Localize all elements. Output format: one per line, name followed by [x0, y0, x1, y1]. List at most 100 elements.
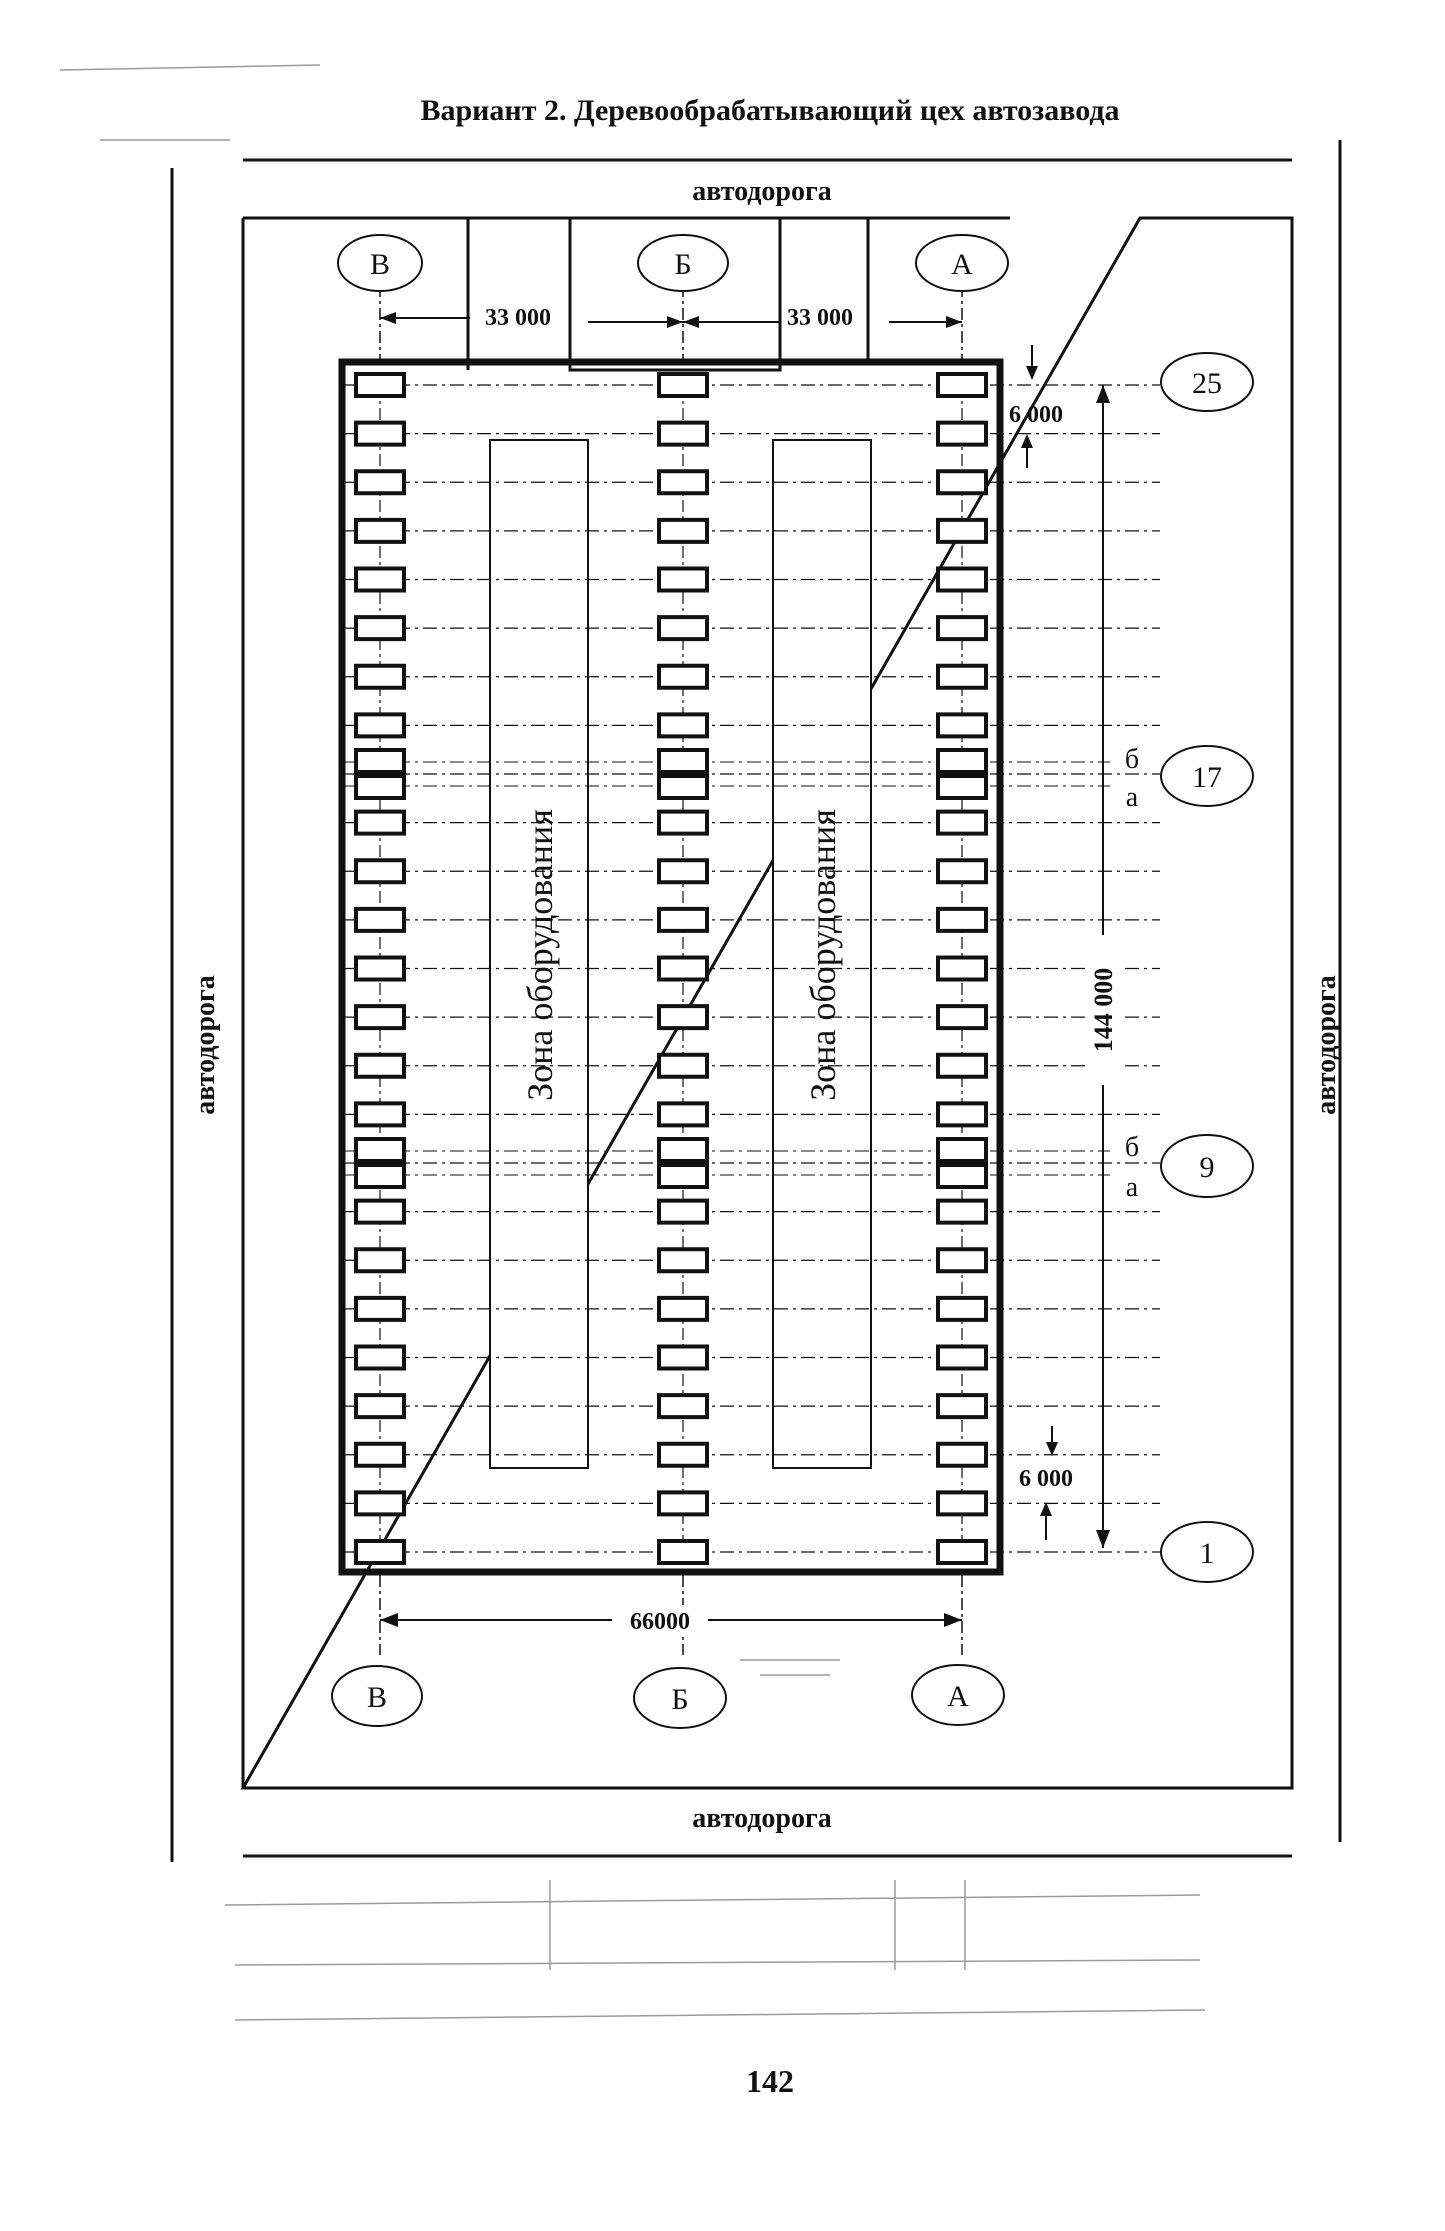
- column: [354, 858, 406, 885]
- dim-step-bottom-arrow-1: [1046, 1442, 1058, 1456]
- column: [354, 615, 406, 642]
- axis-bubble-v-top: [337, 234, 423, 292]
- column: [354, 1344, 406, 1371]
- road-label-bottom: автодорога: [692, 1803, 831, 1834]
- column: [354, 1490, 406, 1517]
- column: [354, 712, 406, 739]
- dim-length-arrow-bottom: [1096, 1530, 1110, 1548]
- column: [657, 1295, 709, 1322]
- column: [936, 1101, 988, 1128]
- column: [657, 1441, 709, 1468]
- column-paired: [354, 1137, 406, 1163]
- entrance-block-middle: [568, 216, 782, 372]
- column: [657, 372, 709, 398]
- column: [354, 566, 406, 593]
- column: [936, 372, 988, 398]
- joint-mark-upper-9: б: [1125, 1132, 1139, 1163]
- column-paired: [657, 748, 709, 774]
- dim-width-arrow-left: [380, 1613, 398, 1627]
- column: [936, 566, 988, 593]
- dim-span-right: 33 000: [787, 305, 853, 331]
- axis-label-b-bottom: Б: [671, 1683, 688, 1716]
- row-marker-17: 17: [1192, 761, 1222, 794]
- dim-span-mid-arrow-left: [667, 316, 683, 328]
- column: [354, 1101, 406, 1128]
- axis-bubble-b-bottom: [633, 1667, 727, 1729]
- column: [354, 517, 406, 544]
- axis-bubble-b-top: [637, 234, 729, 292]
- dim-span-right-arrow: [946, 316, 962, 328]
- scan-artifacts: [59, 64, 1206, 2021]
- column-paired: [354, 774, 406, 800]
- row-marker-25: 25: [1192, 367, 1222, 400]
- column-paired: [657, 1137, 709, 1163]
- column: [657, 1539, 709, 1565]
- dim-width-gap: [612, 1605, 708, 1635]
- building-outline: [338, 358, 1004, 1576]
- column: [936, 420, 988, 447]
- dim-total-width: 66000: [630, 1609, 690, 1635]
- row-marker-bubble-9: [1160, 1134, 1254, 1198]
- dim-span-left: 33 000: [485, 305, 551, 331]
- column: [936, 906, 988, 933]
- joint-mark-lower-9: а: [1126, 1172, 1139, 1203]
- column: [354, 1198, 406, 1225]
- column: [657, 1198, 709, 1225]
- column: [354, 955, 406, 982]
- column: [657, 809, 709, 836]
- column: [936, 1490, 988, 1517]
- column: [936, 1198, 988, 1225]
- column: [936, 1344, 988, 1371]
- column: [657, 955, 709, 982]
- row-marker-1: 1: [1200, 1537, 1215, 1570]
- dim-step-top: 6 000: [1009, 402, 1063, 428]
- column-paired: [936, 1137, 988, 1163]
- column: [936, 858, 988, 885]
- road-label-left: автодорога: [190, 975, 221, 1114]
- column: [936, 1539, 988, 1565]
- row-marker-bubble-25: [1160, 352, 1254, 412]
- dim-length-gap: [1088, 935, 1120, 1085]
- column: [657, 663, 709, 690]
- joint-mark-lower-17: а: [1126, 782, 1139, 813]
- column: [936, 1052, 988, 1079]
- dim-length-arrow-top: [1096, 385, 1110, 403]
- column: [354, 906, 406, 933]
- axis-bubble-a-top: [915, 234, 1009, 292]
- column-paired: [936, 748, 988, 774]
- dim-step-top-arrow-1: [1026, 366, 1038, 380]
- column-paired: [657, 1163, 709, 1189]
- page-number: 142: [746, 2063, 794, 2099]
- axis-label-v-top: В: [370, 248, 390, 281]
- plan-title: Вариант 2. Деревообрабатывающий цех авто…: [420, 94, 1119, 127]
- column: [354, 420, 406, 447]
- column: [354, 663, 406, 690]
- column: [657, 1344, 709, 1371]
- grid-lines: [342, 384, 1160, 1553]
- axis-bubble-v-bottom: [331, 1665, 423, 1727]
- column: [354, 1539, 406, 1565]
- axis-label-v-bottom: В: [367, 1681, 387, 1714]
- column: [354, 1247, 406, 1274]
- row-marker-9: 9: [1200, 1151, 1215, 1184]
- dim-span-left-arrow: [380, 312, 396, 324]
- axis-label-a-top: А: [951, 248, 973, 281]
- column: [936, 663, 988, 690]
- column-paired: [354, 748, 406, 774]
- column: [354, 809, 406, 836]
- column: [936, 712, 988, 739]
- column: [657, 906, 709, 933]
- dim-step-bottom-arrow-2: [1040, 1502, 1052, 1516]
- column: [936, 809, 988, 836]
- column: [354, 469, 406, 496]
- equipment-zone-left-label: Зона оборудования: [520, 809, 560, 1101]
- column: [657, 1101, 709, 1128]
- axis-label-a-bottom: А: [947, 1680, 969, 1713]
- column: [354, 1295, 406, 1322]
- column-paired: [354, 1163, 406, 1189]
- columns: [354, 372, 988, 1565]
- column: [936, 1247, 988, 1274]
- column-paired: [657, 774, 709, 800]
- column: [936, 517, 988, 544]
